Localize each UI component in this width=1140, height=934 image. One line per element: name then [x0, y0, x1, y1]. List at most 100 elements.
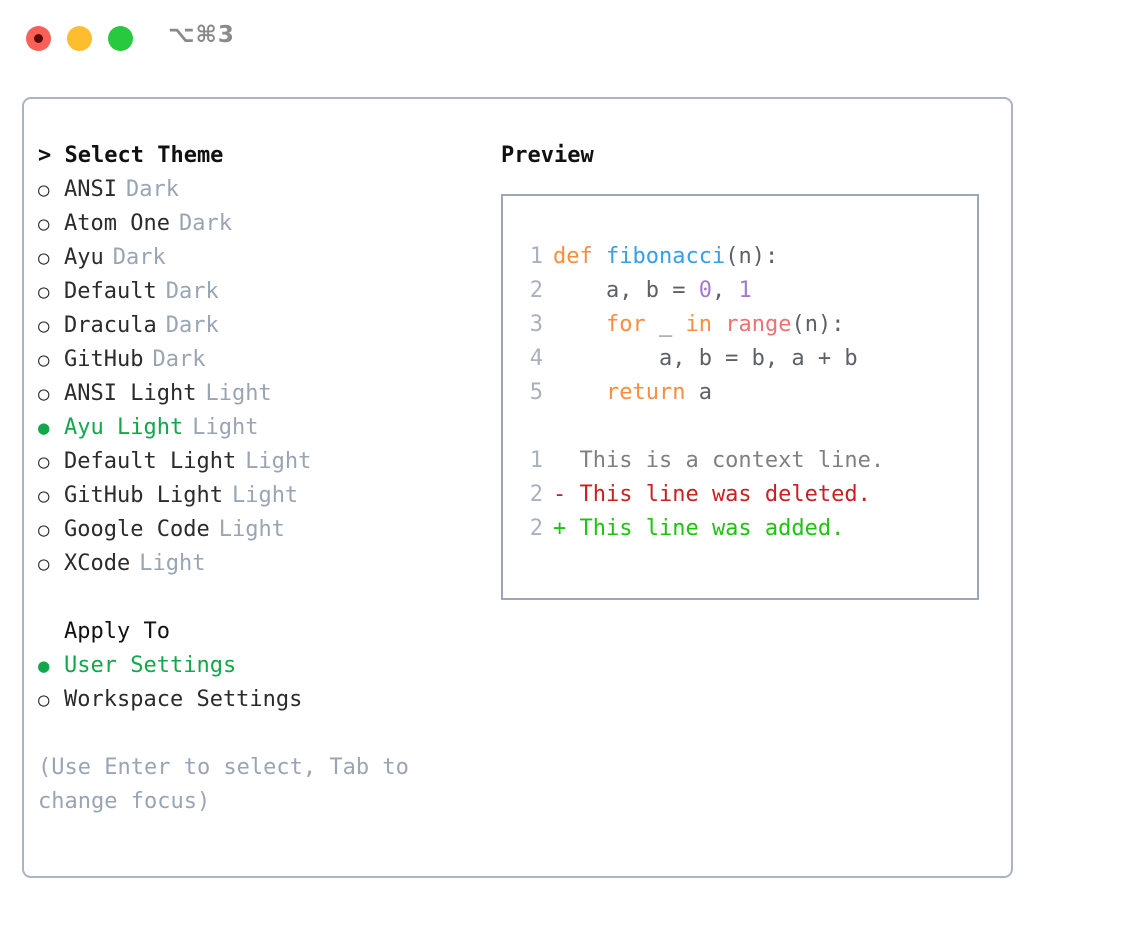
theme-option-dracula[interactable]: ○ Dracula Dark: [38, 309, 488, 343]
theme-option-kind: Light: [218, 517, 285, 542]
apply-to-list[interactable]: ● User Settings ○Workspace Settings: [38, 649, 488, 717]
theme-option-kind: Dark: [125, 177, 179, 202]
keyboard-shortcut-label: ⌥⌘3: [168, 22, 235, 48]
theme-option-ansi-light[interactable]: ○ ANSI Light Light: [38, 377, 488, 411]
diff-line-text: This is a context line.: [553, 448, 885, 473]
code-token-kw: in: [685, 312, 726, 337]
radio-unselected-icon: ○: [38, 315, 50, 337]
close-button[interactable]: [26, 26, 51, 51]
apply-to-heading: Apply To: [64, 619, 170, 644]
theme-option-default[interactable]: ○ Default Dark: [38, 275, 488, 309]
code-line: 5 return a: [515, 376, 977, 410]
code-token-plain: (n):: [791, 312, 845, 337]
zoom-button[interactable]: [108, 26, 133, 51]
code-line-number: 3: [529, 312, 543, 337]
radio-unselected-icon: ○: [38, 213, 50, 235]
radio-unselected-icon: ○: [38, 247, 50, 269]
theme-option-label: Atom One: [64, 211, 170, 236]
preview-heading: Preview: [501, 143, 594, 168]
radio-unselected-icon: ○: [38, 451, 50, 473]
theme-option-github-light[interactable]: ○ GitHub Light Light: [38, 479, 488, 513]
theme-option-kind: Dark: [165, 279, 219, 304]
code-line: 3 for _ in range(n):: [515, 308, 977, 342]
radio-unselected-icon: ○: [38, 383, 50, 405]
traffic-light-group: [26, 26, 133, 51]
diff-line-add: 2 + This line was added.: [515, 512, 977, 546]
theme-option-label: GitHub Light: [64, 483, 223, 508]
theme-option-label: Default: [64, 279, 157, 304]
theme-option-ayu[interactable]: ○ Ayu Dark: [38, 241, 488, 275]
theme-option-ayu-light[interactable]: ● Ayu Light Light: [38, 411, 488, 445]
theme-option-label: ANSI Light: [64, 381, 197, 406]
diff-line-del: 2- This line was deleted.: [515, 478, 977, 512]
code-token-plain: (n):: [725, 244, 779, 269]
radio-unselected-icon: ○: [38, 689, 50, 711]
code-line-number: 4: [529, 346, 543, 371]
select-theme-heading: > Select Theme: [38, 143, 224, 168]
theme-option-default-light[interactable]: ○ Default Light Light: [38, 445, 488, 479]
theme-option-kind: Light: [192, 415, 259, 440]
radio-unselected-icon: ○: [38, 281, 50, 303]
radio-unselected-icon: ○: [38, 485, 50, 507]
code-token-num: 0: [698, 278, 712, 303]
theme-option-github[interactable]: ○ GitHub Dark: [38, 343, 488, 377]
diff-line-number: 2: [529, 516, 543, 541]
theme-option-kind: Dark: [152, 347, 206, 372]
diff-line-number: 1: [529, 448, 543, 473]
code-token-plain: a, b = b, a + b: [553, 346, 858, 371]
code-line-number: 5: [529, 380, 543, 405]
apply-to-option-user-settings[interactable]: ● User Settings: [38, 649, 488, 683]
code-token-kw: for: [553, 312, 659, 337]
radio-selected-icon: ●: [38, 417, 50, 439]
theme-option-kind: Light: [245, 449, 312, 474]
diff-line-text: + This line was added.: [553, 516, 845, 541]
code-line-number: 1: [529, 244, 543, 269]
code-token-plain: a, b =: [553, 278, 699, 303]
theme-option-label: Ayu: [64, 245, 104, 270]
radio-unselected-icon: ○: [38, 553, 50, 575]
window-titlebar: ⌥⌘3: [0, 0, 1140, 78]
diff-line-ctx: 1 This is a context line.: [515, 444, 977, 478]
code-line-number: 2: [529, 278, 543, 303]
theme-option-atom-one[interactable]: ○ Atom One Dark: [38, 207, 488, 241]
code-token-call: range: [725, 312, 792, 337]
theme-option-label: Default Light: [64, 449, 237, 474]
theme-option-label: ANSI: [64, 177, 117, 202]
code-token-plain: _: [658, 312, 686, 337]
theme-option-kind: Light: [231, 483, 299, 508]
code-line: 4 a, b = b, a + b: [515, 342, 977, 376]
theme-option-label: GitHub: [64, 347, 144, 372]
code-token-num: 1: [738, 278, 752, 303]
theme-option-kind: Dark: [178, 211, 232, 236]
list-spacer: [38, 581, 488, 615]
theme-option-kind: Light: [205, 381, 272, 406]
radio-unselected-icon: ○: [38, 519, 50, 541]
theme-option-kind: Light: [139, 551, 206, 576]
radio-selected-icon: ●: [38, 655, 50, 677]
diff-line-number: 2: [529, 482, 543, 507]
keyboard-hint-text: (Use Enter to select, Tab to change focu…: [38, 755, 423, 814]
radio-unselected-icon: ○: [38, 349, 50, 371]
code-token-plain: a: [698, 380, 712, 405]
code-line: 2 a, b = 0, 1: [515, 274, 977, 308]
apply-to-option-workspace-settings[interactable]: ○Workspace Settings: [38, 683, 488, 717]
code-token-kw: def: [553, 244, 606, 269]
theme-option-kind: Dark: [112, 245, 166, 270]
theme-option-kind: Dark: [165, 313, 219, 338]
code-diff-separator: [515, 410, 977, 444]
apply-to-option-label: User Settings: [64, 653, 237, 678]
theme-option-label: Ayu Light: [64, 415, 184, 440]
theme-option-label: Dracula: [64, 313, 157, 338]
minimize-button[interactable]: [67, 26, 92, 51]
